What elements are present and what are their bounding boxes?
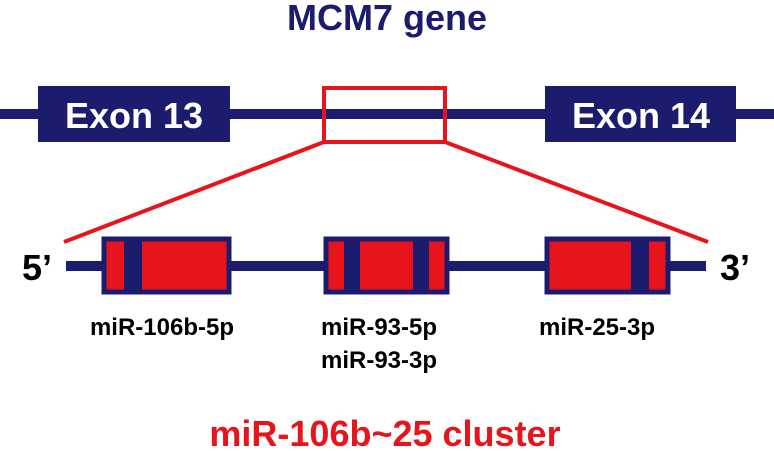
- mir-25-stripe: [631, 239, 649, 292]
- mir-25-box: [544, 236, 671, 295]
- mir-93-stripe-left: [344, 239, 360, 292]
- intron-highlight-box: [322, 86, 447, 144]
- three-prime-label: 3’: [720, 247, 750, 288]
- mir-93-stripe-right: [413, 239, 429, 292]
- zoom-line-right: [444, 140, 709, 244]
- gene-title: MCM7 gene: [287, 0, 487, 38]
- exon-13-label: Exon 13: [65, 95, 203, 136]
- zoom-line-left: [63, 140, 325, 244]
- mir-106b-5p-label: miR-106b-5p: [90, 314, 234, 341]
- exon-13-box: [38, 86, 230, 142]
- mir-25-3p-label: miR-25-3p: [539, 314, 655, 341]
- cluster-caption: miR-106b~25 cluster: [209, 413, 560, 451]
- mir-106b-block: [101, 236, 232, 295]
- mir-106b-stripe: [124, 239, 142, 292]
- gene-backbone-line: [0, 109, 774, 119]
- exon-14-label: Exon 14: [572, 95, 710, 136]
- mir-93-block: [323, 236, 450, 295]
- mir-93-3p-label: miR-93-3p: [321, 347, 437, 374]
- exon-14-box: [545, 86, 736, 142]
- five-prime-label: 5’: [22, 247, 52, 288]
- mir-106b-box: [101, 236, 232, 295]
- mir-93-5p-label: miR-93-5p: [321, 314, 437, 341]
- mir-25-block: [544, 236, 671, 295]
